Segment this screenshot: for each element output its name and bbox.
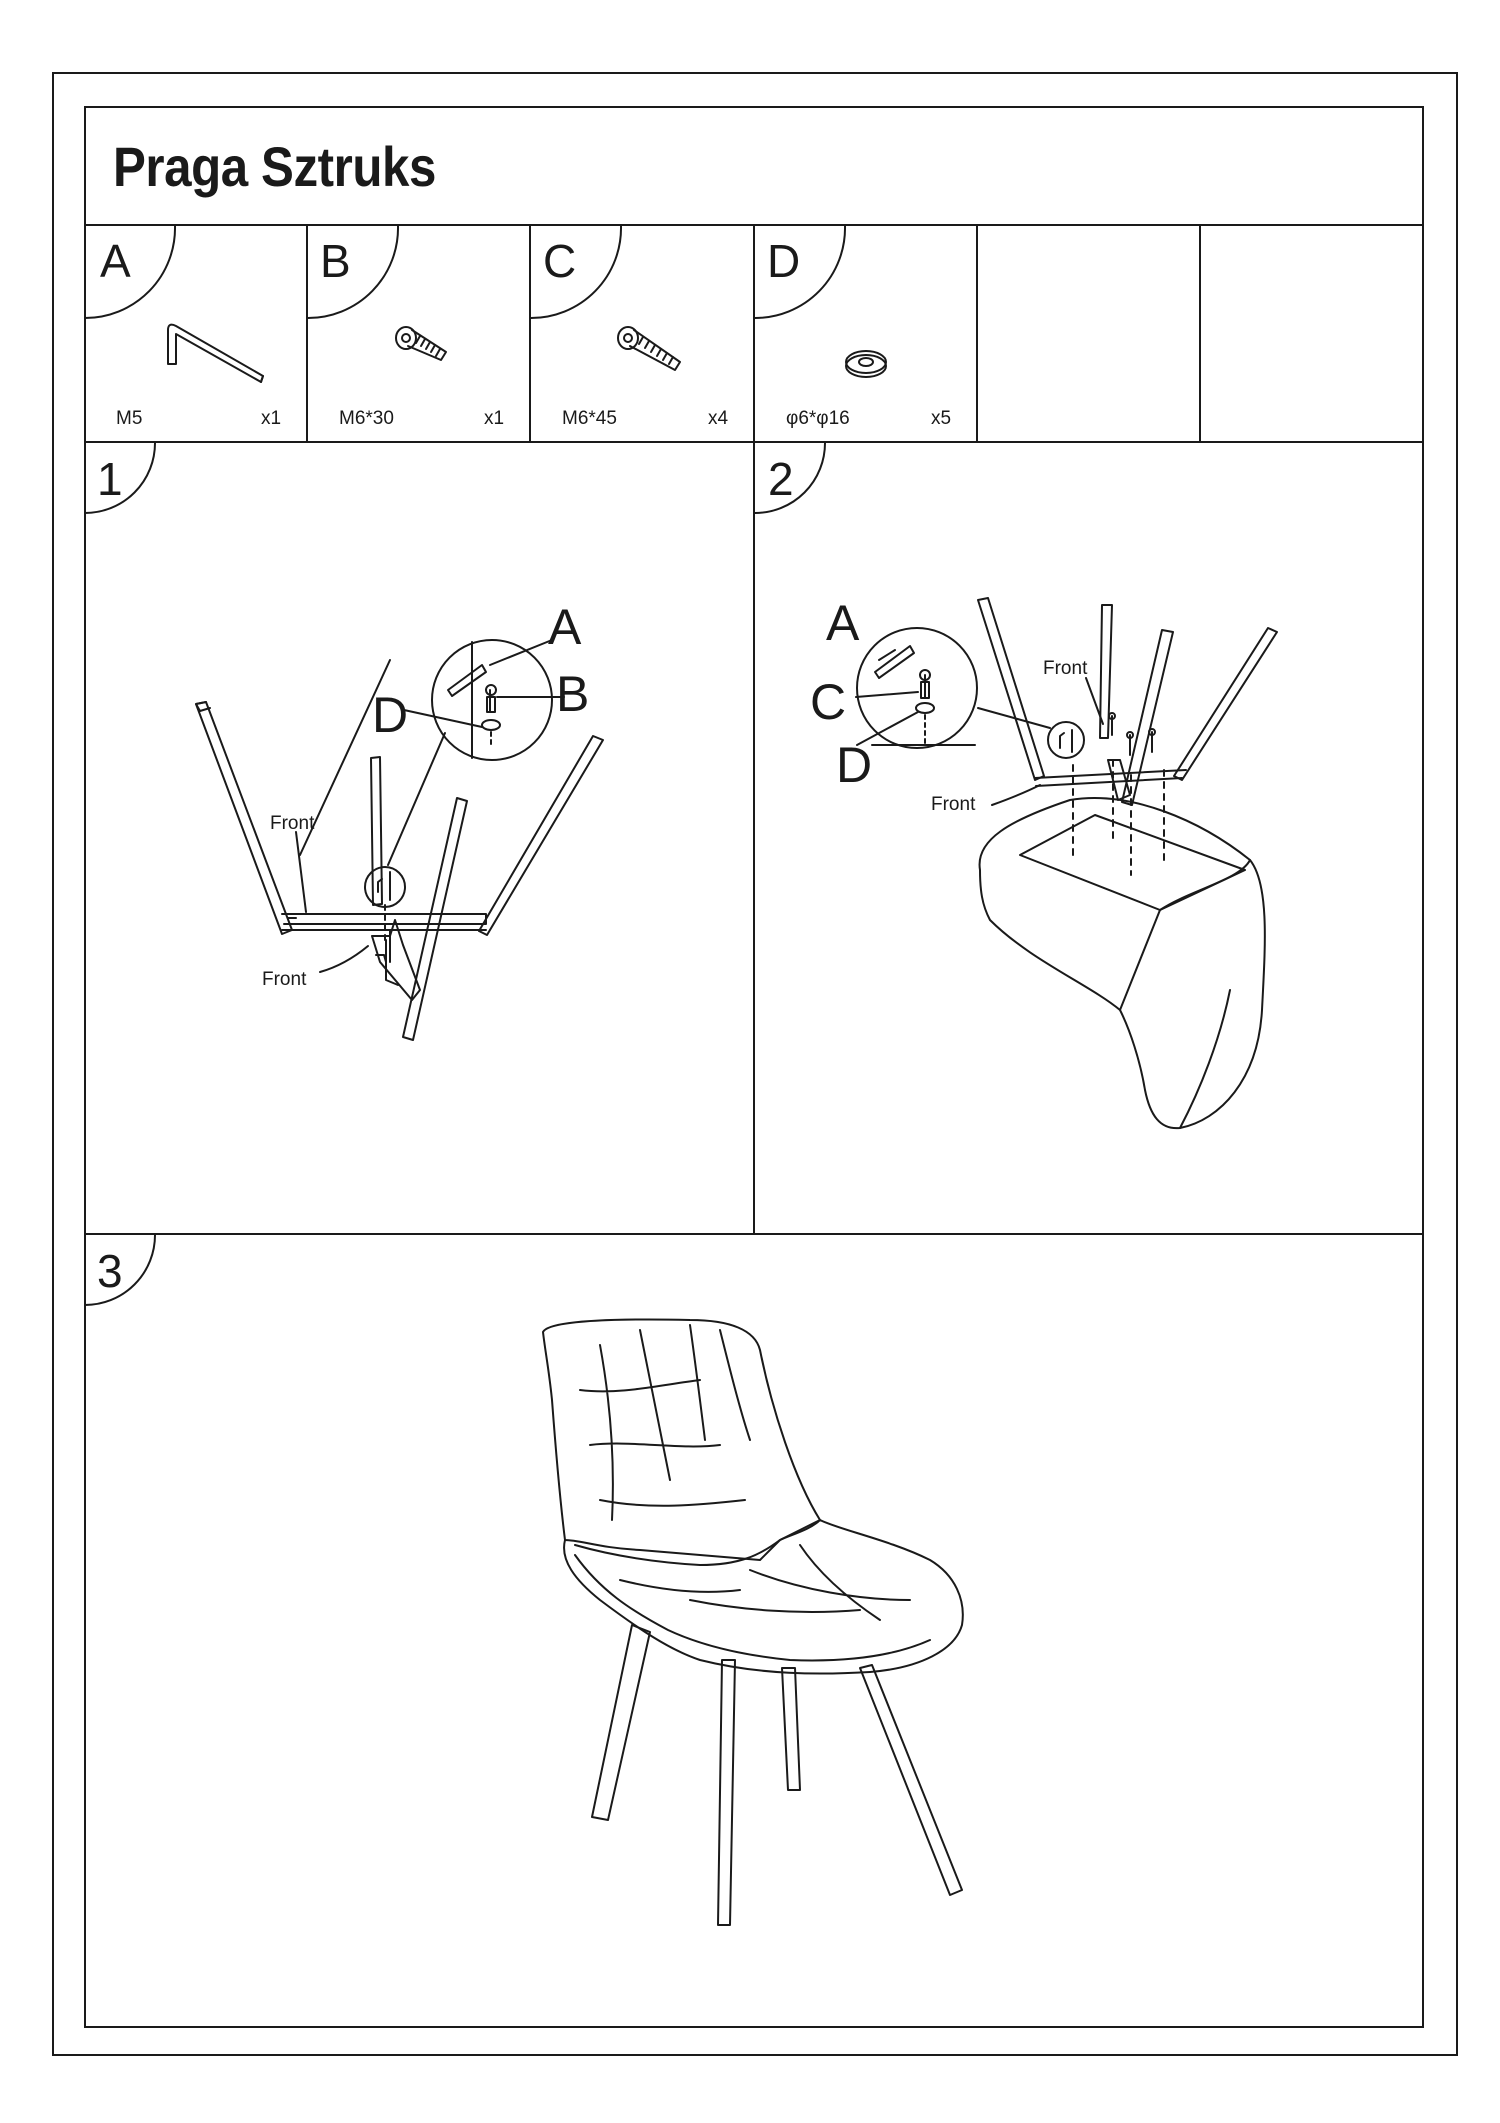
step-1-front-label-top: Front [270,813,315,834]
part-d-spec: φ6*φ16 [786,408,850,429]
inner-frame [84,106,1424,2028]
part-a-qty: x1 [261,408,282,429]
step1-front-leaders [295,831,369,973]
step-1-front-label-bottom: Front [262,969,307,990]
step1-detail-circle [403,639,565,761]
part-c-spec: M6*45 [562,408,617,429]
step1-leg-frame [195,659,604,1041]
step-1-callout-a: A [548,599,582,655]
outer-frame [52,72,1458,2056]
step-2-callout-a: A [826,595,860,651]
step2-detail-circle [855,627,1051,749]
part-a-spec: M5 [116,408,143,429]
step-2-callout-c: C [810,674,847,730]
step-2-front-label-bottom: Front [931,794,976,815]
step2-front-leaders [991,677,1104,806]
step-1-callout-d: D [372,687,409,743]
bolt-short-icon [395,326,447,361]
part-b-qty: x1 [484,408,505,429]
step-2-front-label-top: Front [1043,658,1088,679]
part-c-qty: x4 [708,408,729,429]
grid-lines [84,224,1424,1235]
page-title: Praga Sztruks [113,135,436,198]
part-b-spec: M6*30 [339,408,394,429]
part-d-qty: x5 [931,408,952,429]
part-a-letter: A [100,235,131,287]
step-2-callout-d: D [836,737,873,793]
washer-icon [845,350,887,378]
step-1-callout-b: B [556,666,590,722]
step3-chair [542,1318,964,1926]
allen-key-icon [167,323,264,383]
part-c-letter: C [543,235,577,287]
part-b-letter: B [320,235,351,287]
step2-seat-and-frame [977,597,1278,1130]
bolt-long-icon [617,326,681,371]
step-3-number: 3 [97,1245,123,1297]
part-d-letter: D [767,235,801,287]
step-2-number: 2 [768,453,794,505]
cell-corner-arcs [84,225,847,1306]
step-1-number: 1 [97,453,123,505]
